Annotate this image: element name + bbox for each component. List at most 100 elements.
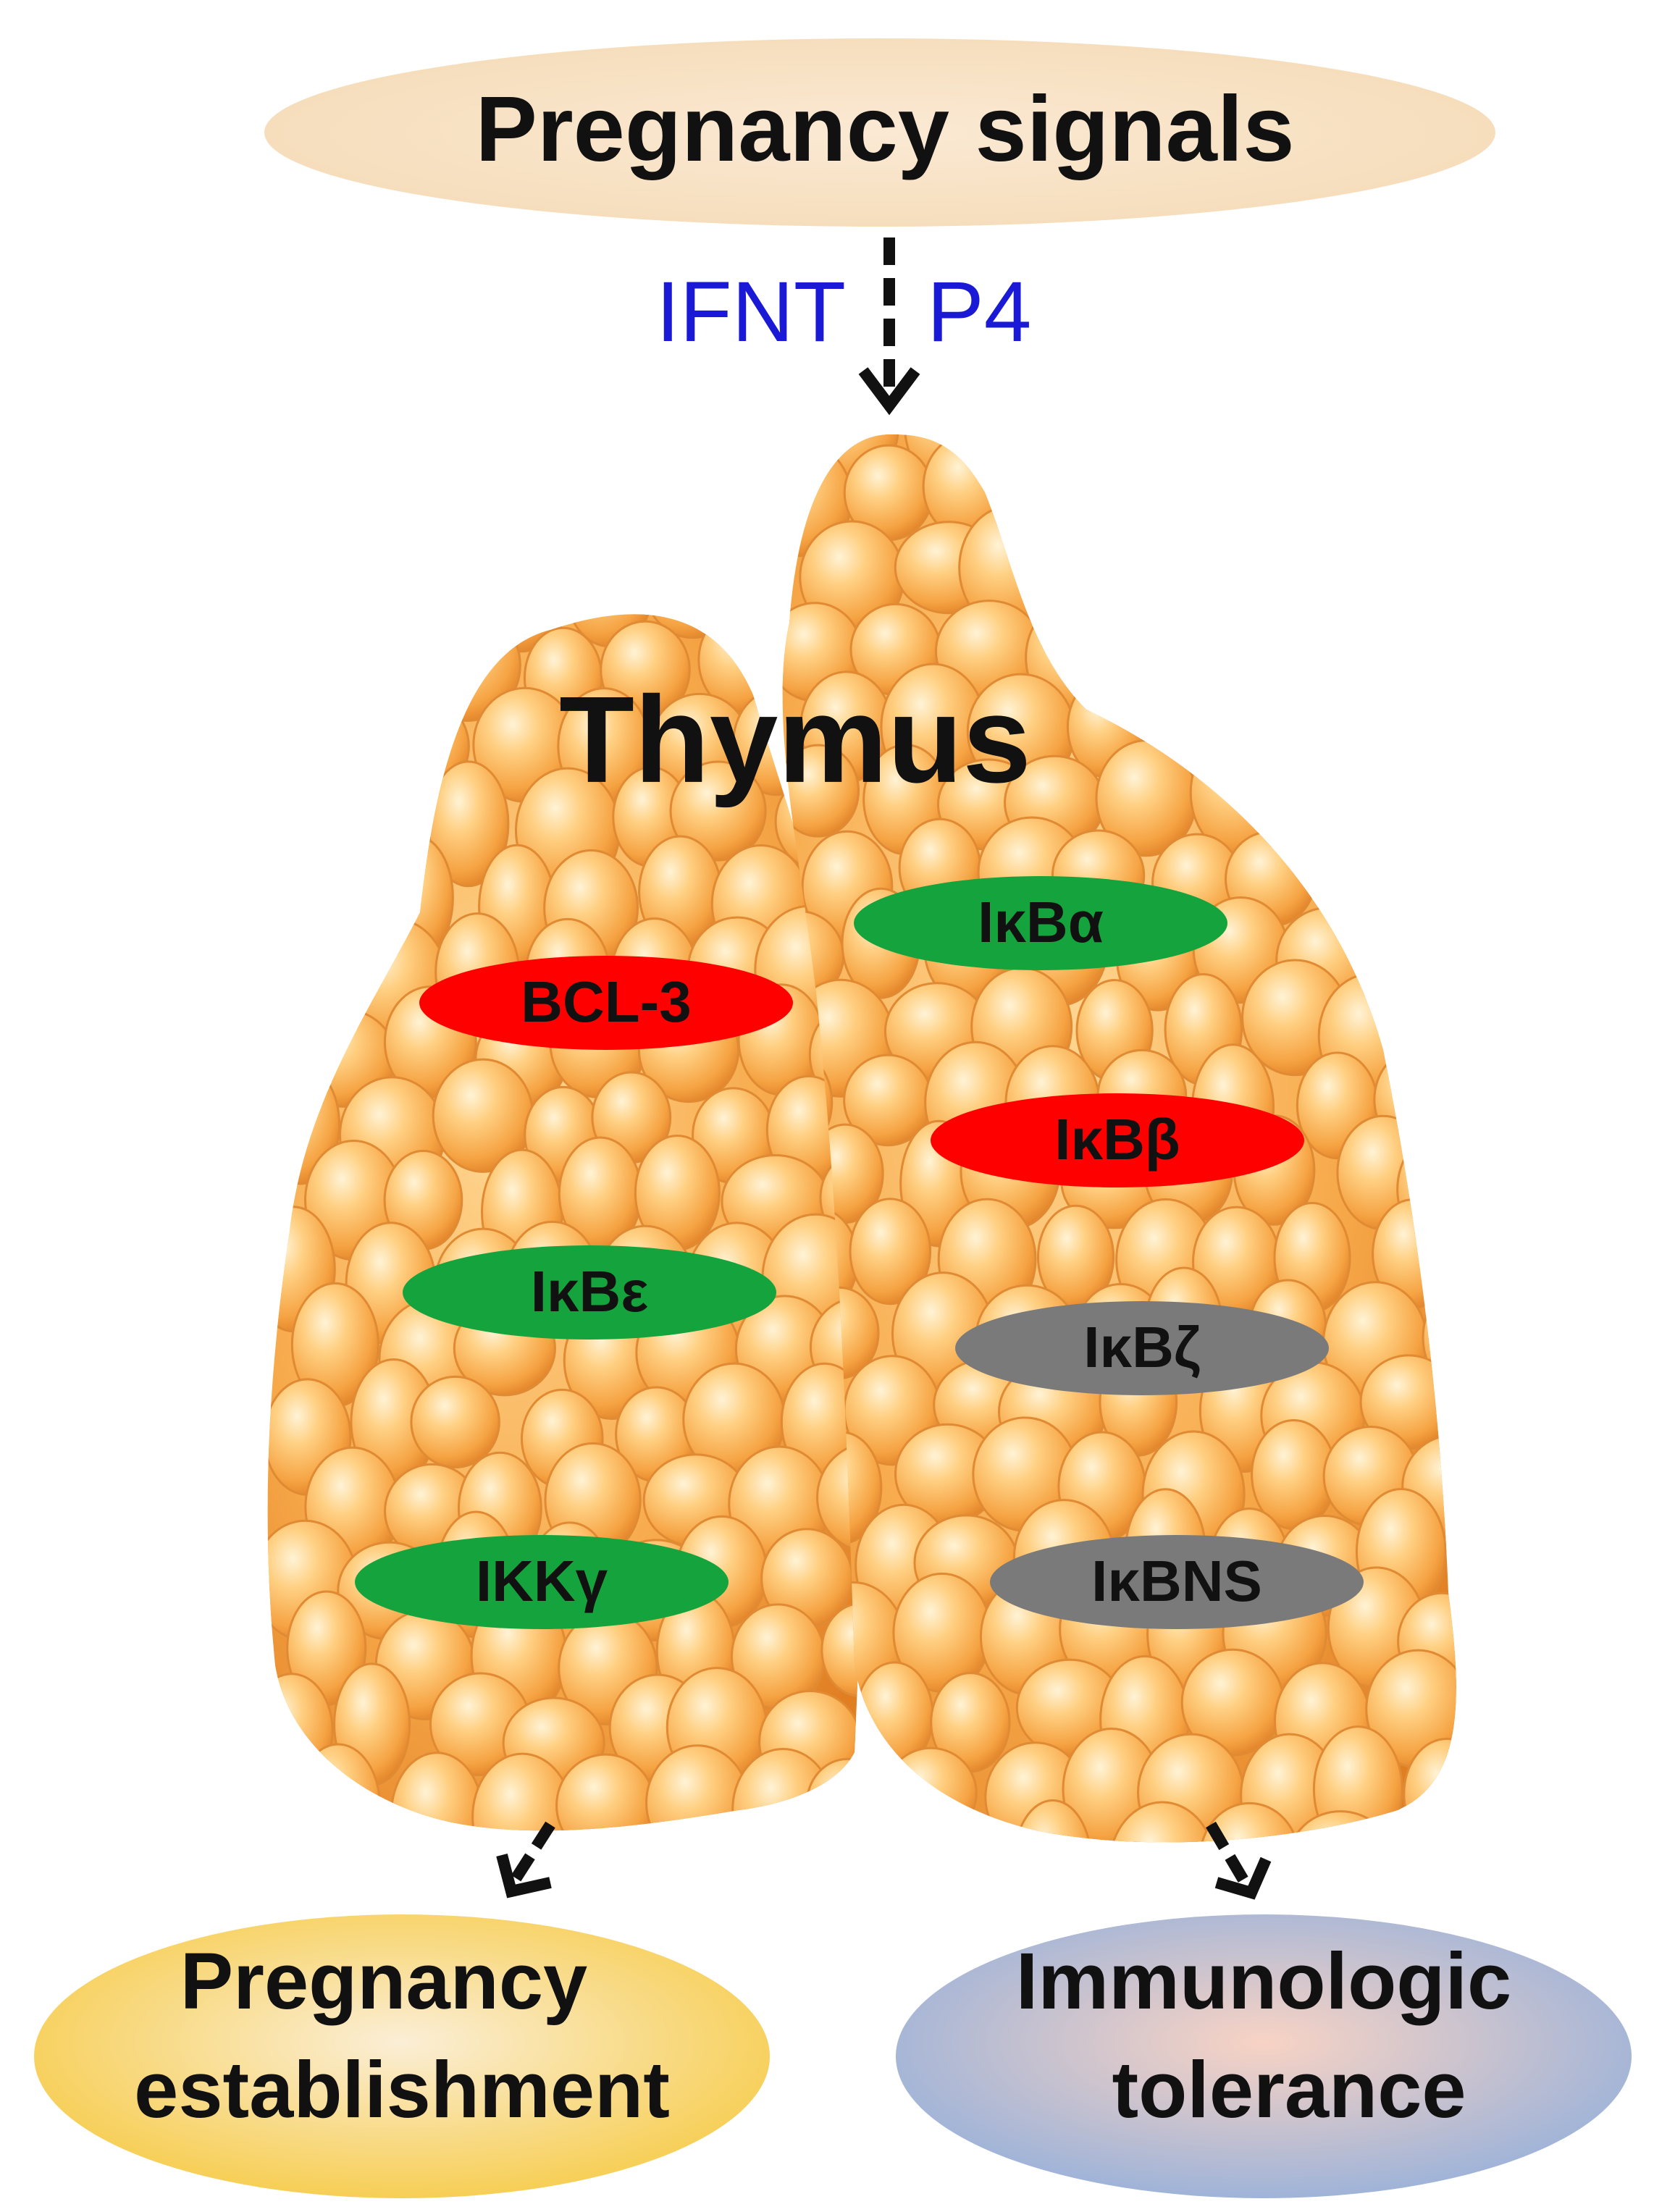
arrow-to-pregnancy-establishment — [496, 1821, 555, 1898]
right-lobule-5 — [1232, 434, 1340, 478]
right-lobule-89 — [849, 1198, 932, 1305]
right-lobule-23 — [1411, 497, 1456, 627]
left-lobule-14 — [292, 686, 382, 796]
right-lobule-46 — [1288, 742, 1372, 868]
factor-ikba-ellipse — [854, 876, 1227, 970]
left-lobule-4 — [642, 614, 743, 639]
right-lobule-30 — [1265, 589, 1363, 698]
left-lobule-112 — [295, 1743, 382, 1831]
pregnancy-signals-oval — [264, 38, 1495, 227]
right-lobule-63 — [1359, 899, 1456, 1027]
factor-bcl-3-ellipse — [419, 956, 793, 1050]
right-lobule-14 — [1278, 437, 1380, 559]
factor-ikbb-ellipse — [931, 1093, 1304, 1187]
right-lobule-150 — [1312, 1725, 1403, 1843]
factor-ikbe: IκBε — [403, 1245, 776, 1340]
factor-ikba-label: IκBα — [978, 890, 1104, 954]
right-lobule-152 — [782, 1807, 853, 1843]
factor-ikbz-ellipse — [955, 1301, 1329, 1395]
right-lobule-55 — [1418, 817, 1456, 942]
right-lobule-86 — [1336, 1114, 1431, 1231]
factor-ikbb-label: IκBβ — [1054, 1107, 1180, 1172]
left-lobule-0 — [281, 614, 369, 653]
right-lobule-158 — [1288, 1810, 1393, 1843]
factor-ikkg: IKKγ — [355, 1535, 729, 1629]
right-lobule-6 — [1316, 434, 1413, 481]
factor-ikbns-ellipse — [990, 1535, 1364, 1629]
right-lobule-71 — [1399, 974, 1456, 1093]
left-lobule-117 — [731, 1747, 835, 1831]
left-lobule-21 — [267, 772, 325, 867]
factor-ikba: IκBα — [854, 876, 1227, 970]
right-lobule-3 — [1062, 434, 1156, 468]
right-lobule-31 — [1368, 590, 1448, 697]
left-lobule-113 — [390, 1751, 484, 1831]
right-lobule-154 — [928, 1819, 1033, 1843]
mediator-p4: P4 — [927, 264, 1031, 360]
left-lobule-35 — [267, 931, 338, 1025]
pregnancy-signals-label: Pregnancy signals — [475, 77, 1294, 181]
right-lobule-7 — [1416, 434, 1456, 461]
arrow-to-immunologic-tolerance — [1206, 1821, 1272, 1900]
right-lobule-11 — [1008, 444, 1099, 554]
pregnancy-establishment-oval — [34, 1914, 770, 2198]
signal-arrow — [858, 237, 920, 416]
left-lobule-8 — [351, 614, 434, 718]
left-lobule-115 — [555, 1753, 656, 1831]
right-lobule-38 — [1328, 660, 1427, 781]
right-lobule-21 — [1241, 535, 1329, 628]
right-lobule-159 — [1380, 1815, 1456, 1843]
factor-ikkg-label: IKKγ — [476, 1549, 608, 1613]
right-lobule-47 — [1353, 742, 1453, 851]
right-lobule-29 — [1175, 587, 1277, 712]
factor-ikbb: IκBβ — [931, 1093, 1304, 1187]
factor-ikbe-ellipse — [403, 1245, 776, 1340]
right-lobule-54 — [1326, 806, 1433, 925]
right-lobule-157 — [1198, 1801, 1301, 1843]
right-lobule-153 — [851, 1806, 931, 1843]
factor-ikbz: IκBζ — [955, 1301, 1329, 1395]
right-lobule-20 — [1152, 506, 1256, 624]
left-lobule-1 — [389, 614, 477, 655]
right-lobule-40 — [782, 744, 860, 838]
right-lobule-37 — [1244, 669, 1331, 767]
factor-bcl-3: BCL-3 — [419, 956, 793, 1050]
right-lobule-13 — [1183, 440, 1275, 539]
left-lobule-28 — [306, 829, 395, 955]
pregnancy-establishment-line2: establishment — [134, 2045, 670, 2135]
immunologic-tolerance-line2: tolerance — [1112, 2045, 1466, 2135]
factor-ikbns: IκBNS — [990, 1535, 1364, 1629]
right-lobule-145 — [884, 1746, 978, 1840]
right-lobule-155 — [1012, 1799, 1093, 1843]
immunologic-tolerance-line1: Immunologic — [1016, 1937, 1511, 2026]
factor-ikbns-label: IκBNS — [1091, 1549, 1262, 1613]
right-lobule-22 — [1327, 513, 1425, 631]
right-lobule-28 — [1098, 588, 1190, 697]
left-lobule-7 — [267, 626, 353, 731]
factor-ikbe-label: IκBε — [531, 1259, 649, 1324]
right-lobule-15 — [1363, 455, 1456, 552]
right-lobule-12 — [1097, 451, 1184, 555]
factor-ikkg-ellipse — [355, 1535, 729, 1629]
right-lobule-2 — [973, 434, 1069, 478]
thymus-label: Thymus — [559, 671, 1031, 809]
left-lobule-105 — [267, 1673, 334, 1789]
right-lobule-103 — [1422, 1279, 1456, 1395]
left-lobule-118 — [805, 1757, 865, 1831]
left-lobule-79 — [410, 1375, 500, 1469]
left-lobule-26 — [669, 760, 767, 862]
pregnancy-establishment-line1: Pregnancy — [180, 1937, 587, 2026]
factor-bcl-3-label: BCL-3 — [521, 970, 692, 1034]
mediator-ifnt: IFNT — [656, 264, 846, 360]
left-lobule-90 — [816, 1442, 865, 1553]
right-lobule-39 — [1389, 670, 1456, 792]
immunologic-tolerance-oval — [896, 1914, 1632, 2198]
thymus-organ — [267, 434, 1456, 1843]
right-lobule-19 — [1072, 517, 1159, 629]
right-lobule-4 — [1158, 434, 1246, 477]
factor-ikbz-label: IκBζ — [1083, 1315, 1200, 1379]
right-lobule-156 — [1108, 1801, 1217, 1843]
right-lobule-151 — [1403, 1737, 1456, 1843]
